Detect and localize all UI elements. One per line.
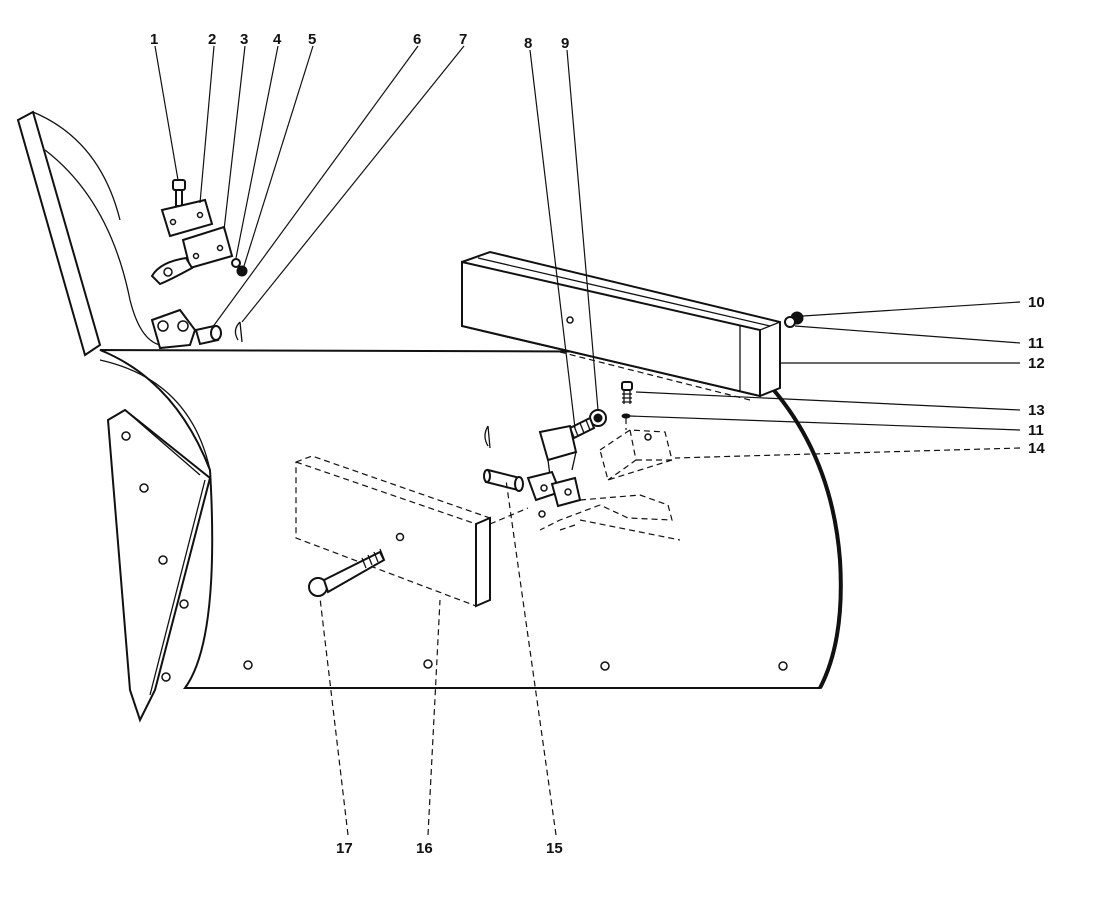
bolt-holes-bottom bbox=[243, 659, 788, 671]
callout-15: 15 bbox=[546, 840, 563, 857]
callout-labels: 1 2 3 4 5 6 7 8 9 10 11 12 13 11 14 15 1… bbox=[150, 31, 1045, 857]
callout-13: 13 bbox=[1028, 402, 1045, 419]
callout-6: 6 bbox=[413, 31, 421, 48]
callout-4: 4 bbox=[273, 31, 282, 48]
callout-14: 14 bbox=[1028, 440, 1045, 457]
part-17-bolt bbox=[308, 548, 386, 597]
callout-11b: 11 bbox=[1028, 422, 1044, 439]
callout-10: 10 bbox=[1028, 294, 1045, 311]
callout-7: 7 bbox=[459, 31, 467, 48]
hinge-assembly bbox=[150, 179, 248, 350]
part-6-pin bbox=[194, 324, 222, 346]
callout-2: 2 bbox=[208, 31, 216, 48]
center-hitch bbox=[483, 409, 681, 541]
callout-17: 17 bbox=[336, 840, 353, 857]
callout-8: 8 bbox=[524, 35, 532, 52]
part-3-hinge-leaf bbox=[181, 225, 234, 270]
callout-1: 1 bbox=[150, 31, 158, 48]
callout-12: 12 bbox=[1028, 355, 1045, 372]
bolt-holes-wing bbox=[121, 431, 189, 682]
callout-9: 9 bbox=[561, 35, 569, 52]
callout-11a: 11 bbox=[1028, 335, 1044, 352]
callout-3: 3 bbox=[240, 31, 248, 48]
part-2-plate bbox=[160, 198, 214, 238]
part-7-cotter-pin bbox=[234, 321, 243, 343]
part-16-skid-plate bbox=[295, 455, 491, 608]
leader-lines bbox=[154, 45, 1021, 836]
part-15-pin bbox=[483, 468, 524, 492]
callout-16: 16 bbox=[416, 840, 433, 857]
part-1-bolt bbox=[172, 179, 186, 207]
moldboard-blade bbox=[16, 110, 843, 723]
part-14-bracket bbox=[599, 381, 673, 481]
callout-5: 5 bbox=[308, 31, 316, 48]
part-12-runner bbox=[461, 250, 804, 398]
